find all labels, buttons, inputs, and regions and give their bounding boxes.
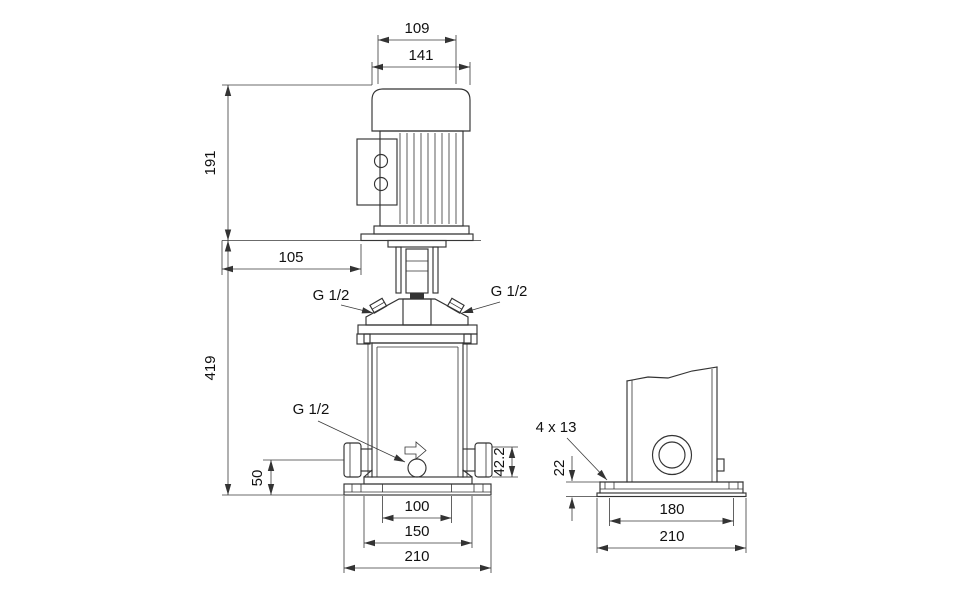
flow-direction-arrow bbox=[404, 441, 427, 460]
dim-pump-height: 419 bbox=[202, 240, 232, 495]
staybolt-nut-right bbox=[463, 333, 478, 345]
dim-text-191: 191 bbox=[202, 150, 219, 175]
dim-text-109: 109 bbox=[404, 20, 429, 37]
vent-plug-right bbox=[446, 297, 465, 314]
dim-text-100: 100 bbox=[404, 498, 429, 515]
dim-head-clearance: 105 bbox=[221, 240, 362, 275]
coupling bbox=[387, 239, 447, 294]
base-front bbox=[343, 476, 492, 496]
dim-base-inner-span: 150 bbox=[363, 496, 473, 548]
motor-flange bbox=[360, 233, 474, 242]
dim-text-141: 141 bbox=[408, 47, 433, 64]
dim-text-419: 419 bbox=[202, 355, 219, 380]
reference-lines bbox=[222, 84, 481, 496]
dim-text-42-2: 42.2 bbox=[491, 447, 508, 476]
dim-motor-height: 191 bbox=[202, 85, 232, 241]
dim-inlet-height: 50 bbox=[249, 459, 344, 495]
dim-text-105: 105 bbox=[278, 249, 303, 266]
dim-fan-shroud-width: 109 bbox=[377, 20, 457, 84]
dim-motor-width: 141 bbox=[371, 47, 471, 85]
vent-plug-left bbox=[369, 297, 388, 314]
side-base bbox=[596, 481, 747, 498]
front-view: 109 141 191 419 105 50 bbox=[202, 20, 527, 573]
label-plug-drain: G 1/2 bbox=[293, 401, 406, 463]
staybolt-nut-left bbox=[356, 333, 371, 345]
motor bbox=[356, 88, 474, 242]
port-face-bore bbox=[658, 441, 686, 469]
port-face-outer bbox=[651, 434, 693, 476]
motor-foot bbox=[373, 225, 470, 235]
dim-text-210-side: 210 bbox=[659, 528, 684, 545]
discharge-port bbox=[462, 442, 493, 478]
plug-left-text: G 1/2 bbox=[313, 287, 350, 304]
side-view: 4 x 13 22 180 210 bbox=[536, 366, 747, 553]
dim-base-depth: 210 bbox=[596, 498, 747, 553]
motor-fins bbox=[399, 133, 457, 224]
dim-port-flange: 42.2 bbox=[491, 446, 518, 478]
pump-head bbox=[356, 293, 478, 345]
cable-entry-hole bbox=[373, 176, 389, 192]
plug-right-text: G 1/2 bbox=[491, 283, 528, 300]
label-plug-left: G 1/2 bbox=[313, 287, 374, 314]
base-holes-text: 4 x 13 bbox=[536, 419, 577, 436]
label-base-holes: 4 x 13 bbox=[536, 419, 608, 481]
dim-hole-span: 180 bbox=[609, 498, 734, 526]
clamp-detail bbox=[716, 458, 725, 472]
ports bbox=[343, 441, 493, 478]
dim-base-width: 210 bbox=[343, 496, 492, 573]
dim-text-50: 50 bbox=[249, 470, 266, 487]
cable-entry-hole bbox=[373, 153, 389, 169]
shaft-seal bbox=[410, 293, 424, 299]
dim-text-150: 150 bbox=[404, 523, 429, 540]
label-plug-right: G 1/2 bbox=[461, 283, 528, 314]
dim-text-210-front: 210 bbox=[404, 548, 429, 565]
dim-text-22: 22 bbox=[551, 460, 568, 477]
terminal-box bbox=[356, 138, 398, 206]
plug-drain-text: G 1/2 bbox=[293, 401, 330, 418]
drain-plug bbox=[407, 458, 427, 478]
side-column bbox=[626, 366, 725, 483]
dim-base-hole-span: 100 bbox=[382, 496, 452, 523]
dim-base-height: 22 bbox=[551, 456, 600, 521]
dim-text-180: 180 bbox=[659, 501, 684, 518]
